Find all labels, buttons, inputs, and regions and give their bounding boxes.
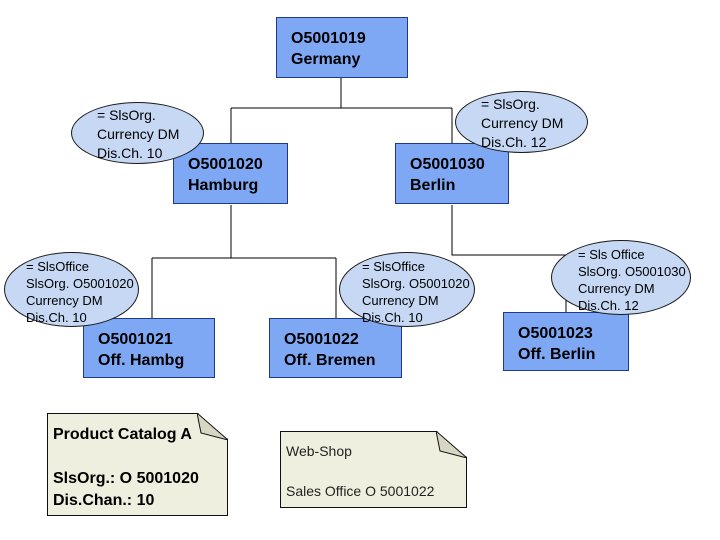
assignment-line: Currency DM bbox=[362, 293, 439, 308]
note-line bbox=[286, 461, 466, 481]
assignment-line: Currency DM bbox=[97, 126, 180, 142]
assignment-ellipse-berlin: = SlsOrg. Currency DM Dis.Ch. 12 bbox=[455, 91, 588, 153]
connector-hamburg-offices bbox=[151, 205, 337, 318]
org-node-code: O5001020 bbox=[188, 156, 263, 173]
folded-corner-icon bbox=[436, 431, 467, 458]
assignment-line: = SlsOffice bbox=[26, 259, 89, 274]
assignment-line: Dis.Ch. 12 bbox=[481, 134, 547, 150]
org-node-hamburg[interactable]: O5001020 Hamburg bbox=[173, 143, 288, 204]
assignment-line: Currency DM bbox=[481, 115, 564, 131]
org-node-code: O5001022 bbox=[284, 331, 359, 348]
org-node-name: Off. Bremen bbox=[284, 352, 376, 369]
org-node-berlin[interactable]: O5001030 Berlin bbox=[395, 143, 509, 204]
org-node-code: O5001030 bbox=[410, 156, 485, 173]
assignment-line: = SlsOffice bbox=[362, 259, 425, 274]
assignment-ellipse-off-hamburg: = SlsOffice SlsOrg. O5001020 Currency DM… bbox=[4, 252, 139, 327]
assignment-line: SlsOrg. O5001030 bbox=[578, 264, 686, 279]
assignment-line: SlsOrg. O5001020 bbox=[26, 276, 134, 291]
assignment-line: Currency DM bbox=[578, 281, 655, 296]
org-node-off-berlin[interactable]: O5001023 Off. Berlin bbox=[503, 312, 629, 371]
org-node-code: O5001023 bbox=[518, 325, 593, 342]
note-product-catalog: Product Catalog A SlsOrg.: O 5001020 Dis… bbox=[47, 413, 228, 516]
note-line: Dis.Chan.: 10 bbox=[53, 492, 155, 509]
note-web-shop: Web-Shop Sales Office O 5001022 bbox=[280, 431, 467, 508]
org-node-name: Germany bbox=[291, 51, 361, 68]
org-node-name: Berlin bbox=[410, 177, 456, 194]
assignment-line: Dis.Ch. 10 bbox=[362, 310, 423, 325]
assignment-ellipse-off-berlin: = Sls Office SlsOrg. O5001030 Currency D… bbox=[551, 240, 691, 315]
org-node-off-hamburg[interactable]: O5001021 Off. Hambg bbox=[83, 318, 215, 378]
assignment-line: SlsOrg. O5001020 bbox=[362, 276, 470, 291]
assignment-line: = Sls Office bbox=[578, 247, 645, 262]
assignment-line: Dis.Ch. 10 bbox=[26, 310, 87, 325]
assignment-line: Currency DM bbox=[26, 293, 103, 308]
connector-germany-children bbox=[230, 78, 453, 155]
folded-corner-icon bbox=[197, 413, 228, 440]
org-node-code: O5001021 bbox=[98, 331, 173, 348]
note-line: SlsOrg.: O 5001020 bbox=[53, 470, 199, 487]
org-node-name: Off. Berlin bbox=[518, 346, 596, 363]
assignment-line: Dis.Ch. 12 bbox=[578, 298, 639, 313]
org-node-germany[interactable]: O5001019 Germany bbox=[276, 17, 408, 78]
org-node-off-bremen[interactable]: O5001022 Off. Bremen bbox=[269, 318, 402, 378]
note-line: Web-Shop bbox=[286, 443, 352, 459]
note-line bbox=[53, 446, 227, 468]
org-node-name: Hamburg bbox=[188, 177, 259, 194]
assignment-line: = SlsOrg. bbox=[97, 107, 156, 123]
note-line: Sales Office O 5001022 bbox=[286, 483, 435, 499]
note-line: Product Catalog A bbox=[53, 426, 192, 443]
assignment-line: = SlsOrg. bbox=[481, 96, 540, 112]
assignment-ellipse-off-bremen: = SlsOffice SlsOrg. O5001020 Currency DM… bbox=[339, 252, 475, 327]
assignment-ellipse-hamburg: = SlsOrg. Currency DM Dis.Ch. 10 bbox=[71, 102, 204, 164]
org-node-code: O5001019 bbox=[291, 30, 366, 47]
assignment-line: Dis.Ch. 10 bbox=[97, 145, 163, 161]
org-node-name: Off. Hambg bbox=[98, 352, 185, 369]
